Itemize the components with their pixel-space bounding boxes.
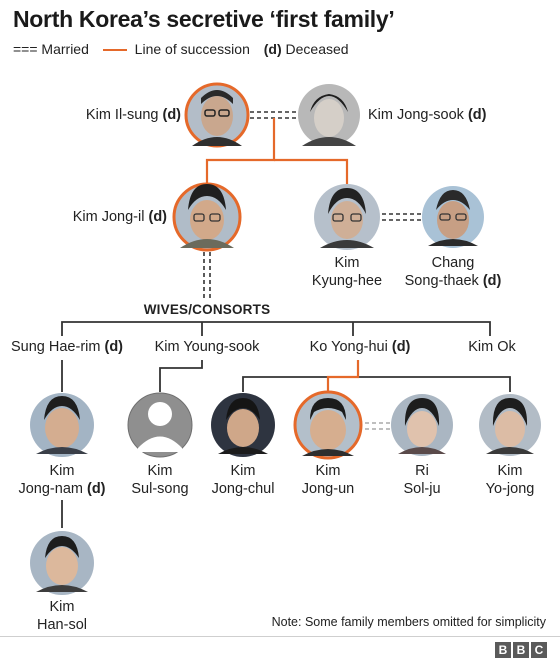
name-line1-kim-jong-chul: Kim (230, 463, 256, 479)
name-line1-kim-han-sol: Kim (49, 599, 75, 615)
name-line2-kim-han-sol: Han-sol (37, 617, 87, 633)
label-kim-jong-sook: Kim Jong-sook (d) (368, 106, 486, 124)
deceased-mark-chang-song-thaek: (d) (482, 273, 502, 289)
footer-divider (0, 636, 560, 637)
portrait-kim-jong-sook (298, 84, 360, 146)
name-line2-chang-song-thaek: Song-thaek (404, 273, 479, 289)
name-line1-kim-jong-nam: Kim (49, 463, 75, 479)
legend-succession-label: Line of succession (134, 41, 250, 57)
name-kim-jong-il: Kim Jong-il (72, 209, 145, 225)
name-kim-il-sung: Kim Il-sung (85, 107, 159, 123)
portrait-ri-sol-ju (391, 394, 453, 456)
portrait-kim-yo-jong (479, 394, 541, 456)
married-line-kyung-hee-song-thaek (382, 213, 422, 221)
portrait-kim-jong-il (172, 182, 242, 252)
bbc-logo-letter-2: B (513, 642, 529, 658)
portrait-kim-han-sol (30, 531, 94, 595)
name-kim-jong-sook: Kim Jong-sook (368, 107, 464, 123)
deceased-mark-kim-jong-il: (d) (148, 209, 167, 225)
label-kim-han-sol: Kim Han-sol (22, 598, 102, 634)
married-line-il-sung-jong-sook (250, 111, 298, 119)
name-ko-yong-hui: Ko Yong-hui (309, 339, 388, 355)
label-kim-jong-un: Kim Jong-un (288, 462, 368, 498)
label-sung-hae-rim: Sung Hae-rim (d) (2, 338, 132, 356)
deceased-mark-kim-jong-sook: (d) (467, 107, 487, 123)
bbc-logo-letter-1: B (495, 642, 511, 658)
label-kim-ok: Kim Ok (460, 338, 524, 356)
portrait-kim-sul-song-placeholder (127, 392, 193, 458)
name-line1-kim-kyung-hee: Kim (334, 255, 360, 271)
section-label-wives-consorts: WIVES/CONSORTS (143, 302, 271, 317)
bbc-logo: B B C (495, 642, 547, 658)
legend: === Married Line of succession (d) Decea… (13, 41, 349, 57)
name-line1-chang-song-thaek: Chang (431, 255, 475, 271)
label-kim-sul-song: Kim Sul-song (120, 462, 200, 498)
portrait-kim-kyung-hee (314, 184, 380, 250)
connector-yong-hui-children (242, 360, 511, 392)
deceased-mark-kim-jong-nam: (d) (87, 481, 106, 497)
married-line-jong-il-wives (203, 252, 211, 298)
deceased-mark-ko-yong-hui: (d) (391, 339, 411, 355)
succession-line-top (205, 118, 349, 184)
name-line1-kim-jong-un: Kim (315, 463, 341, 479)
page-title: North Korea’s secretive ‘first family’ (13, 6, 395, 32)
label-kim-jong-nam: Kim Jong-nam (d) (2, 462, 122, 498)
name-line1-kim-yo-jong: Kim (497, 463, 523, 479)
label-kim-young-sook: Kim Young-sook (152, 338, 262, 356)
label-kim-jong-chul: Kim Jong-chul (203, 462, 283, 498)
name-line1-kim-sul-song: Kim (147, 463, 173, 479)
bbc-logo-letter-3: C (531, 642, 547, 658)
name-line2-kim-kyung-hee: Kyung-hee (311, 273, 383, 289)
legend-deceased-label: Deceased (285, 41, 349, 57)
portrait-kim-jong-un (293, 390, 363, 460)
name-sung-hae-rim: Sung Hae-rim (11, 339, 101, 355)
legend-married-symbol: === (13, 41, 38, 57)
name-kim-young-sook: Kim Young-sook (154, 339, 260, 355)
deceased-mark-sung-hae-rim: (d) (104, 339, 123, 355)
footnote: Note: Some family members omitted for si… (271, 615, 546, 629)
label-kim-yo-jong: Kim Yo-jong (470, 462, 550, 498)
connector-young-sook-sul-song (159, 360, 203, 392)
label-kim-kyung-hee: Kim Kyung-hee (297, 254, 397, 290)
legend-deceased-mark: (d) (263, 41, 282, 57)
portrait-chang-song-thaek (422, 186, 484, 248)
name-line2-kim-jong-chul: Jong-chul (211, 481, 275, 497)
name-line2-kim-yo-jong: Yo-jong (485, 481, 535, 497)
portrait-kim-il-sung (184, 82, 250, 148)
name-kim-ok: Kim Ok (468, 339, 516, 355)
legend-succession-line-icon (102, 49, 127, 52)
name-line2-kim-sul-song: Sul-song (131, 481, 189, 497)
legend-married-label: Married (41, 41, 89, 57)
label-ri-sol-ju: Ri Sol-ju (382, 462, 462, 498)
name-line2-ri-sol-ju: Sol-ju (403, 481, 441, 497)
label-ko-yong-hui: Ko Yong-hui (d) (298, 338, 422, 356)
label-chang-song-thaek: Chang Song-thaek (d) (393, 254, 513, 290)
portrait-kim-jong-chul (211, 393, 275, 457)
married-line-jong-un-sol-ju (365, 422, 392, 430)
wives-connector (61, 321, 491, 336)
name-line2-kim-jong-un: Jong-un (301, 481, 355, 497)
name-line1-ri-sol-ju: Ri (415, 463, 429, 479)
label-kim-jong-il: Kim Jong-il (d) (73, 208, 167, 226)
name-line2-kim-jong-nam: Jong-nam (18, 481, 83, 497)
label-kim-il-sung: Kim Il-sung (d) (86, 106, 181, 124)
deceased-mark-kim-il-sung: (d) (162, 107, 181, 123)
portrait-kim-jong-nam (30, 393, 94, 457)
